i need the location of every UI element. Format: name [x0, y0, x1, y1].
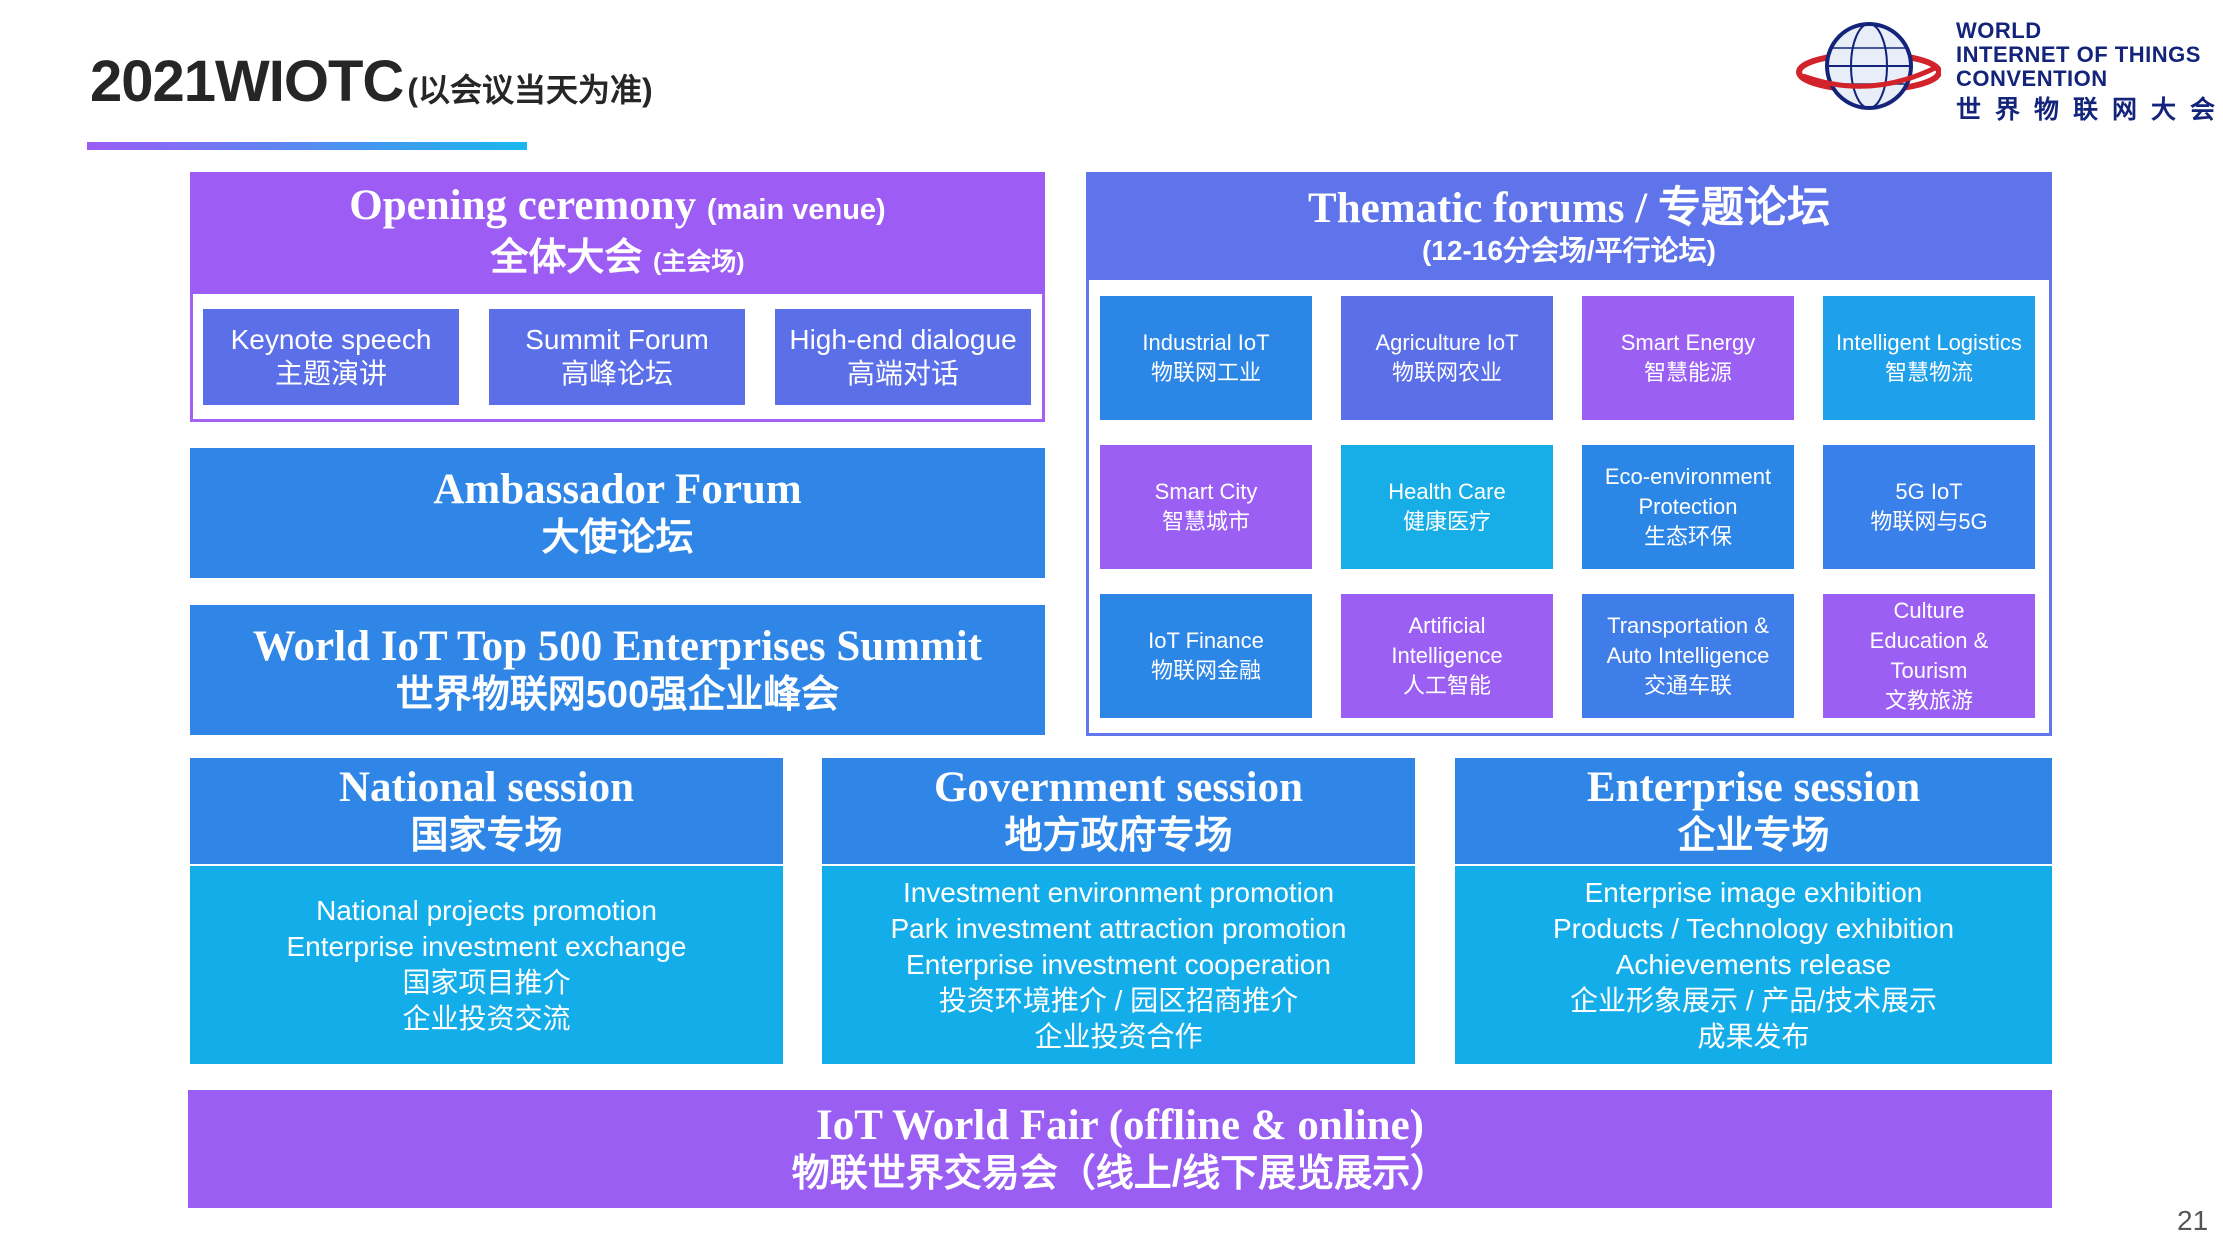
tile-en: Smart City — [1154, 479, 1258, 504]
tile-en: Industrial IoT — [1142, 330, 1270, 355]
item-zh: 高端对话 — [846, 358, 959, 389]
tile-transportation: Transportation & Auto Intelligence 交通车联 — [1582, 594, 1794, 718]
iot-world-fair-box: IoT World Fair (offline & online) 物联世界交易… — [188, 1090, 2052, 1208]
item-en: Keynote speech — [230, 324, 432, 355]
tile-en: Agriculture IoT — [1375, 330, 1519, 355]
tile-agriculture-iot: Agriculture IoT 物联网农业 — [1341, 296, 1553, 420]
tile-iot-finance: IoT Finance 物联网金融 — [1100, 594, 1312, 718]
page-number: 21 — [2177, 1205, 2209, 1236]
title-main: 2021WIOTC — [90, 49, 404, 114]
ambassador-zh: 大使论坛 — [541, 517, 694, 559]
keynote-speech-box: Keynote speech 主题演讲 — [203, 309, 459, 405]
tile-zh: 物联网金融 — [1150, 658, 1261, 683]
globe-emblem-icon — [1796, 22, 1941, 110]
thematic-subtitle: (12-16分会场/平行论坛) — [1421, 235, 1717, 266]
session-zh: 企业专场 — [1677, 815, 1830, 857]
session-line: 企业形象展示 / 产品/技术展示 — [1569, 985, 1938, 1016]
fair-en: IoT World Fair (offline & online) — [815, 1102, 1424, 1149]
opening-title-en: Opening ceremony — [349, 182, 697, 229]
tile-intelligent-logistics: Intelligent Logistics 智慧物流 — [1823, 296, 2035, 420]
session-zh: 国家专场 — [410, 815, 563, 857]
tile-en: Health Care — [1388, 479, 1506, 504]
thematic-title: Thematic forums / 专题论坛 — [1308, 185, 1830, 232]
session-line: Park investment attraction promotion — [890, 913, 1347, 944]
session-line: Products / Technology exhibition — [1552, 913, 1955, 944]
session-zh: 地方政府专场 — [1004, 815, 1233, 857]
opening-title-en-note: (main venue) — [706, 194, 886, 226]
tile-zh: 物联网农业 — [1391, 360, 1502, 385]
session-line: 国家项目推介 — [402, 967, 571, 998]
title-subtitle: (以会议当天为准) — [407, 72, 653, 108]
tile-en: Intelligent Logistics — [1836, 330, 2022, 355]
tile-5g-iot: 5G IoT 物联网与5G — [1823, 445, 2035, 569]
session-en: Government session — [933, 764, 1304, 811]
enterprise-session-body: Enterprise image exhibition Products / T… — [1455, 866, 2052, 1064]
top500-summit-box: World IoT Top 500 Enterprises Summit 世界物… — [190, 605, 1045, 735]
tile-zh: 交通车联 — [1643, 673, 1732, 698]
session-en: National session — [338, 764, 635, 811]
tile-zh: 文教旅游 — [1884, 688, 1973, 713]
session-en: Enterprise session — [1586, 764, 1921, 811]
page-title: 2021WIOTC (以会议当天为准) — [90, 48, 653, 128]
tile-zh: 智慧物流 — [1884, 360, 1973, 385]
opening-title-zh-note: (主会场) — [652, 248, 745, 276]
session-line: Achievements release — [1615, 949, 1892, 980]
ambassador-forum-box: Ambassador Forum 大使论坛 — [190, 448, 1045, 578]
tile-zh: 人工智能 — [1402, 673, 1491, 698]
government-session-header: Government session 地方政府专场 — [822, 758, 1415, 864]
title-underline — [87, 142, 527, 150]
enterprise-session-header: Enterprise session 企业专场 — [1455, 758, 2052, 864]
ambassador-en: Ambassador Forum — [433, 466, 802, 513]
tile-en: Artificial Intelligence — [1391, 613, 1503, 668]
tile-zh: 物联网与5G — [1870, 509, 1988, 534]
tile-en: 5G IoT — [1895, 479, 1963, 504]
tile-zh: 生态环保 — [1643, 524, 1732, 549]
thematic-forums-header: Thematic forums / 专题论坛 (12-16分会场/平行论坛) — [1086, 172, 2052, 280]
session-line: 企业投资合作 — [1034, 1021, 1203, 1052]
tile-health-care: Health Care 健康医疗 — [1341, 445, 1553, 569]
tile-smart-energy: Smart Energy 智慧能源 — [1582, 296, 1794, 420]
logo-text-line3: CONVENTION — [1956, 66, 2108, 91]
session-line: Enterprise image exhibition — [1584, 877, 1923, 908]
item-en: High-end dialogue — [789, 324, 1017, 355]
tile-en: Transportation & Auto Intelligence — [1606, 613, 1770, 668]
item-en: Summit Forum — [525, 324, 709, 355]
session-line: 企业投资交流 — [402, 1003, 571, 1034]
tile-en: Smart Energy — [1620, 330, 1756, 355]
opening-ceremony-header: Opening ceremony (main venue) 全体大会 (主会场) — [190, 172, 1045, 294]
fair-zh: 物联世界交易会（线上/线下展览展示） — [791, 1153, 1449, 1195]
item-zh: 高峰论坛 — [560, 358, 673, 389]
session-line: Enterprise investment exchange — [286, 931, 687, 962]
high-end-dialogue-box: High-end dialogue 高端对话 — [775, 309, 1031, 405]
tile-culture-education-tourism: Culture Education & Tourism 文教旅游 — [1823, 594, 2035, 718]
tile-eco-environment: Eco-environment Protection 生态环保 — [1582, 445, 1794, 569]
session-line: Enterprise investment cooperation — [906, 949, 1331, 980]
top500-en: World IoT Top 500 Enterprises Summit — [252, 623, 983, 670]
session-line: 成果发布 — [1697, 1021, 1810, 1052]
item-zh: 主题演讲 — [274, 358, 387, 389]
tile-zh: 智慧能源 — [1643, 360, 1732, 385]
national-session-body: National projects promotion Enterprise i… — [190, 866, 783, 1064]
national-session-header: National session 国家专场 — [190, 758, 783, 864]
logo-text-line2: INTERNET OF THINGS — [1956, 42, 2201, 67]
session-line: National projects promotion — [316, 895, 657, 926]
tile-en: Culture Education & Tourism — [1869, 598, 1989, 683]
tile-artificial-intelligence: Artificial Intelligence 人工智能 — [1341, 594, 1553, 718]
logo-text-line1: WORLD — [1956, 18, 2042, 43]
tile-zh: 健康医疗 — [1402, 509, 1491, 534]
tile-industrial-iot: Industrial IoT 物联网工业 — [1100, 296, 1312, 420]
government-session-body: Investment environment promotion Park in… — [822, 866, 1415, 1064]
summit-forum-box: Summit Forum 高峰论坛 — [489, 309, 745, 405]
session-line: 投资环境推介 / 园区招商推介 — [938, 985, 1299, 1016]
session-line: Investment environment promotion — [902, 877, 1335, 908]
tile-en: IoT Finance — [1148, 628, 1264, 653]
top500-zh: 世界物联网500强企业峰会 — [395, 674, 840, 716]
opening-title-zh: 全体大会 — [490, 237, 643, 279]
tile-zh: 智慧城市 — [1161, 509, 1250, 534]
tile-zh: 物联网工业 — [1150, 360, 1261, 385]
tile-smart-city: Smart City 智慧城市 — [1100, 445, 1312, 569]
logo-text-line4: 世界物联网大会 — [1956, 96, 2223, 124]
tile-en: Eco-environment Protection — [1604, 464, 1772, 519]
